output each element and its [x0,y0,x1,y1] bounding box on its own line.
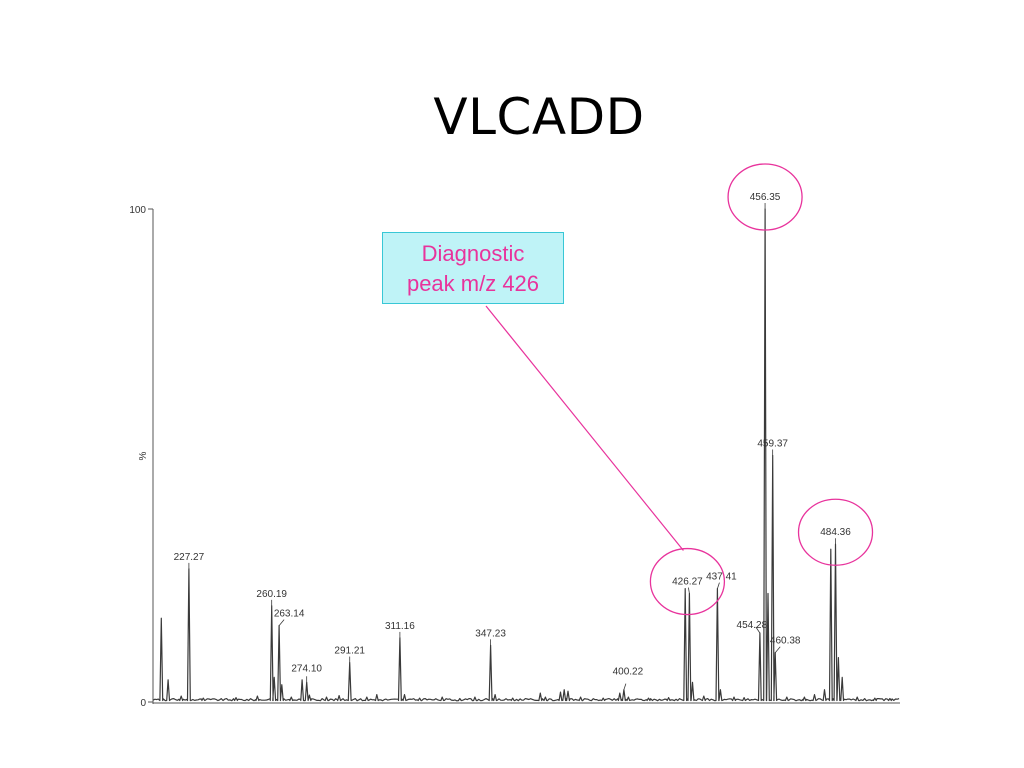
y-tick-label: 0 [140,698,146,709]
peak-label-group: 456.35 [750,192,781,209]
peak-label-group: 227.27 [174,552,205,569]
y-axis-label: % [138,451,149,460]
callout-pointer-line [485,305,684,551]
peak-label: 274.10 [291,663,322,674]
highlight-circle [797,498,874,566]
peak-label-group: 460.38 [770,636,801,653]
diagnostic-peak-callout: Diagnostic peak m/z 426 [382,232,564,304]
peak-label-leader [774,646,781,653]
peak-labels: 227.27 260.19 263.14 274.10 291.21 311.16 347.… [174,192,851,690]
peak-label-group: 400.22 [613,667,644,690]
chart-axes: 0 100% [129,205,900,709]
peak-label-leader [717,582,720,589]
peak-label: 347.23 [475,628,506,639]
peak-label-group: 426.27 [672,577,703,594]
peak-label: 454.28 [737,620,768,631]
peak-label-group: 459.37 [757,439,788,456]
peak-label-group: 311.16 [385,621,415,638]
peak-label: 484.36 [820,527,851,538]
y-tick-label: 100 [129,205,146,216]
peak-label-leader [755,626,761,634]
peak-label: 263.14 [274,609,305,620]
peak-label: 400.22 [613,667,644,678]
peak-label-group: 347.23 [475,628,506,646]
peak-label-group: 260.19 [256,589,287,606]
peak-label: 459.37 [757,439,788,450]
spectrum-trace [152,208,900,702]
peak-label-group: 291.21 [334,646,365,663]
slide-title: VLCADD [433,88,645,146]
peak-label: 291.21 [334,646,365,657]
highlight-circle [727,163,803,231]
peak-label-group: 484.36 [820,527,851,545]
peak-label-group: 454.28 [737,620,768,634]
peak-label-group: 263.14 [274,609,305,626]
highlight-circle [649,547,726,616]
peak-label: 426.27 [672,577,703,588]
peak-label: 437.41 [706,572,737,583]
callout-line-2: peak m/z 426 [406,271,540,296]
peak-label: 311.16 [385,621,415,632]
peak-highlight-circles [649,163,874,616]
peak-label: 227.27 [174,552,205,563]
peak-label-group: 274.10 [291,663,322,683]
peak-label-leader [688,587,690,594]
peak-label: 456.35 [750,192,781,203]
peak-label: 260.19 [256,589,287,600]
peak-label-leader [623,683,627,690]
peak-label-leader [278,619,285,626]
peak-label: 460.38 [770,636,801,647]
callout-line-1: Diagnostic [421,241,525,266]
peak-label-group: 437.41 [706,572,737,589]
